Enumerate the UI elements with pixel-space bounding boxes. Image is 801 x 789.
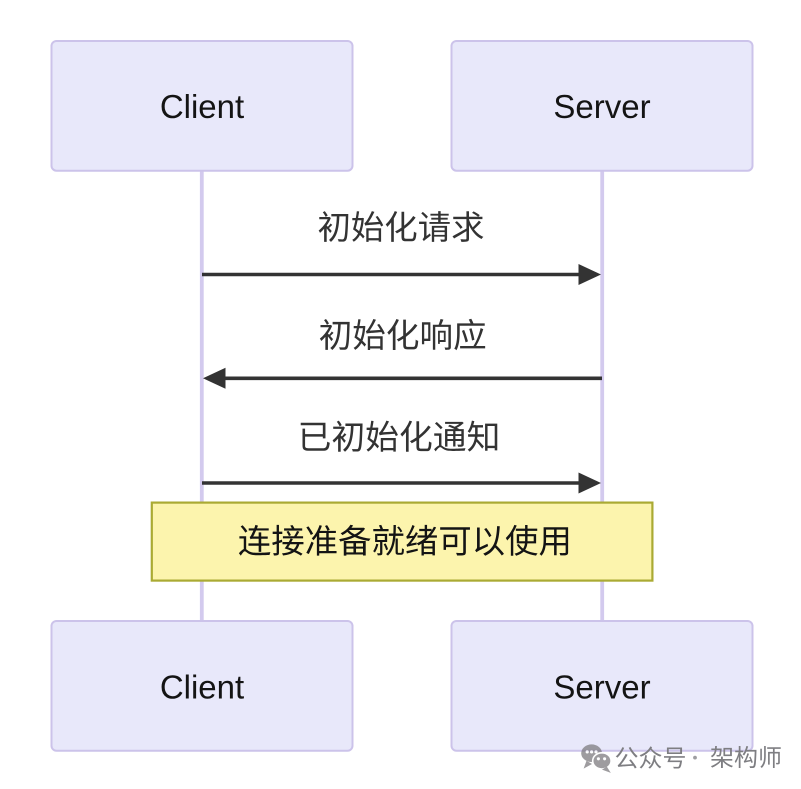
svg-text:Server: Server bbox=[553, 668, 650, 705]
svg-text:Client: Client bbox=[160, 88, 244, 125]
svg-text:Client: Client bbox=[160, 668, 244, 705]
svg-text:Server: Server bbox=[553, 88, 650, 125]
